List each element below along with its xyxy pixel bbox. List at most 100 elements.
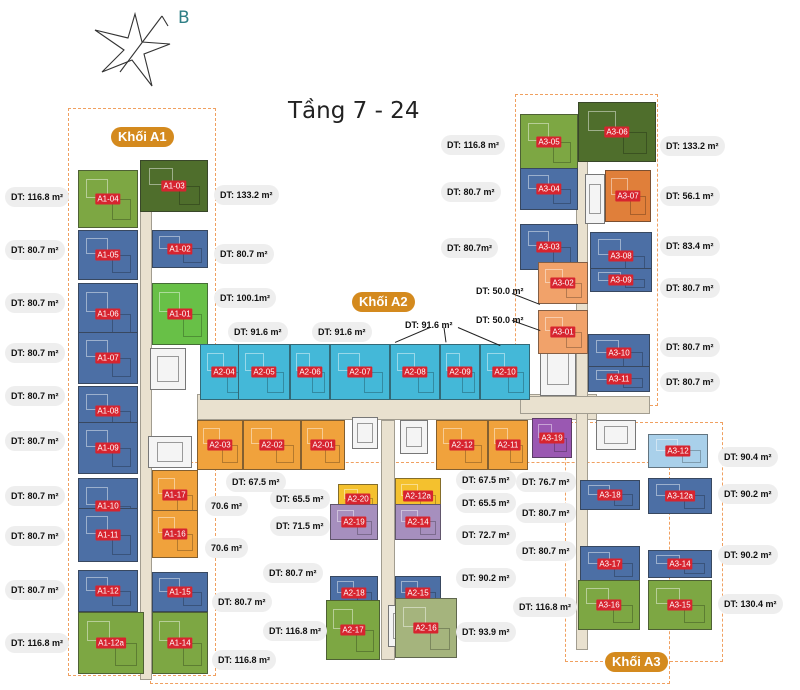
apartment-unit: A2-09 [440, 344, 480, 400]
unit-code-label: A3-07 [615, 190, 641, 202]
unit-code-label: A2-12 [449, 439, 475, 451]
area-label: DT: 83.4 m² [660, 236, 720, 256]
area-label: DT: 90.4 m² [718, 447, 778, 467]
apartment-unit: A1-09 [78, 422, 138, 474]
stair-core [585, 174, 605, 224]
apartment-unit: A3-16 [578, 580, 640, 630]
apartment-unit: A3-12 [648, 434, 708, 468]
unit-code-label: A2-06 [297, 366, 323, 378]
area-label: DT: 80.7 m² [5, 580, 65, 600]
corridor [140, 160, 152, 680]
unit-code-label: A3-12 [665, 445, 691, 457]
area-label: DT: 133.2 m² [214, 185, 279, 205]
unit-code-label: A1-07 [95, 352, 121, 364]
unit-code-label: A2-12a [403, 490, 433, 502]
apartment-unit: A3-18 [580, 480, 640, 510]
apartment-unit: A1-15 [152, 572, 208, 612]
area-label: DT: 90.2 m² [718, 484, 778, 504]
unit-code-label: A2-18 [341, 587, 367, 599]
block-label: Khối A1 [111, 127, 174, 147]
unit-code-label: A2-15 [405, 587, 431, 599]
area-label: DT: 80.7 m² [5, 293, 65, 313]
apartment-unit: A2-12 [436, 420, 488, 470]
unit-code-label: A2-03 [207, 439, 233, 451]
unit-code-label: A3-09 [608, 274, 634, 286]
area-label: DT: 116.8 m² [5, 633, 70, 653]
stair-core [150, 348, 186, 390]
unit-code-label: A3-02 [550, 277, 576, 289]
area-label: DT: 67.5 m² [226, 472, 286, 492]
unit-code-label: A3-19 [539, 432, 565, 444]
apartment-unit: A3-11 [588, 366, 650, 392]
unit-code-label: A1-02 [167, 243, 193, 255]
compass-icon [94, 11, 171, 87]
area-label: DT: 80.7 m² [5, 386, 65, 406]
area-label: DT: 80.7 m² [5, 343, 65, 363]
apartment-unit: A3-04 [520, 168, 578, 210]
area-label: DT: 80.7 m² [660, 278, 720, 298]
unit-code-label: A1-15 [167, 586, 193, 598]
unit-code-label: A1-05 [95, 249, 121, 261]
apartment-unit: A3-14 [648, 550, 712, 578]
area-label: DT: 116.8 m² [212, 650, 277, 670]
unit-code-label: A2-07 [347, 366, 373, 378]
corridor [381, 420, 395, 660]
area-label: DT: 90.2 m² [456, 568, 516, 588]
area-label: DT: 116.8 m² [263, 621, 328, 641]
apartment-unit: A2-07 [330, 344, 390, 400]
apartment-unit: A1-04 [78, 170, 138, 228]
area-label: DT: 90.2 m² [718, 545, 778, 565]
area-label: DT: 65.5 m² [270, 489, 330, 509]
unit-code-label: A3-08 [608, 250, 634, 262]
compass-letter: B [178, 8, 190, 28]
area-label: DT: 80.7 m² [5, 486, 65, 506]
area-label: DT: 91.6 m² [405, 320, 453, 330]
floor-title: Tầng 7 - 24 [288, 98, 420, 124]
unit-code-label: A1-08 [95, 405, 121, 417]
unit-code-label: A1-14 [167, 637, 193, 649]
area-label: 70.6 m² [205, 496, 249, 516]
apartment-unit: A3-07 [605, 170, 651, 222]
stair-core [400, 420, 428, 454]
area-label: DT: 80.7 m² [5, 526, 65, 546]
unit-code-label: A3-18 [597, 489, 623, 501]
apartment-unit: A3-05 [520, 114, 578, 170]
area-label: DT: 80.7m² [441, 238, 499, 258]
unit-code-label: A1-04 [95, 193, 121, 205]
apartment-unit: A1-02 [152, 230, 208, 268]
apartment-unit: A1-16 [152, 510, 198, 558]
area-label: DT: 80.7 m² [5, 431, 65, 451]
block-label: Khối A3 [605, 652, 668, 672]
unit-code-label: A3-05 [536, 136, 562, 148]
area-label: DT: 133.2 m² [660, 136, 725, 156]
area-label: DT: 130.4 m² [718, 594, 783, 614]
apartment-unit: A1-12 [78, 570, 138, 612]
unit-code-label: A2-01 [310, 439, 336, 451]
block-label: Khối A2 [352, 292, 415, 312]
apartment-unit: A2-10 [480, 344, 530, 400]
unit-code-label: A3-06 [604, 126, 630, 138]
apartment-unit: A2-01 [301, 420, 345, 470]
unit-code-label: A2-17 [340, 624, 366, 636]
apartment-unit: A2-03 [197, 420, 243, 470]
apartment-unit: A2-16 [395, 598, 457, 658]
unit-code-label: A1-09 [95, 442, 121, 454]
unit-code-label: A1-03 [161, 180, 187, 192]
area-label: DT: 80.7 m² [660, 337, 720, 357]
area-label: DT: 65.5 m² [456, 493, 516, 513]
unit-code-label: A1-06 [95, 308, 121, 320]
apartment-unit: A2-11 [488, 420, 528, 470]
area-label: DT: 93.9 m² [456, 622, 516, 642]
unit-code-label: A2-10 [492, 366, 518, 378]
apartment-unit: A2-05 [238, 344, 290, 400]
apartment-unit: A3-02 [538, 262, 588, 304]
apartment-unit: A3-01 [538, 310, 588, 354]
area-label: DT: 71.5 m² [270, 516, 330, 536]
unit-code-label: A3-01 [550, 326, 576, 338]
area-label: DT: 116.8 m² [513, 597, 578, 617]
apartment-unit: A1-12a [78, 612, 144, 674]
corridor [520, 396, 650, 414]
area-label: DT: 80.7 m² [214, 244, 274, 264]
apartment-unit: A3-15 [648, 580, 712, 630]
